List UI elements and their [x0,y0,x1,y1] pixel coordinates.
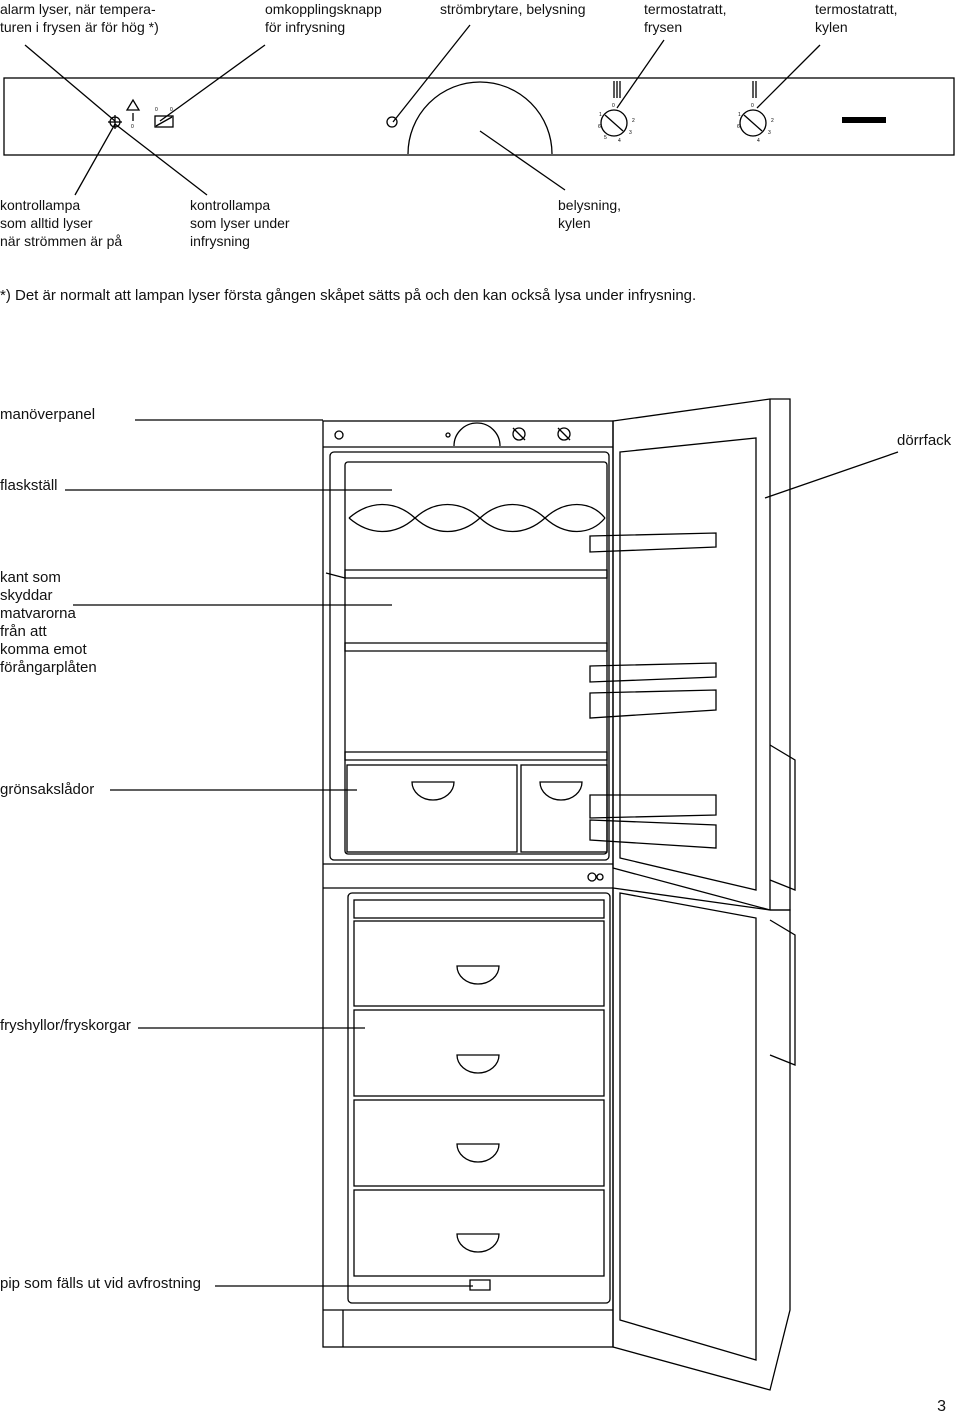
door-rack-4 [589,794,717,819]
shelf-3 [344,751,608,761]
door-rack-1 [589,532,717,553]
label-lamp-freeze: kontrollampa som lyser under infrysning [190,197,290,249]
svg-text:4: 4 [757,138,760,144]
label-light-switch: strömbrytare, belysning [440,1,586,17]
freezer-drawer-2 [353,1009,605,1097]
drain-spout [469,1279,491,1291]
page-number: 3 [937,1398,946,1415]
label-switch-freeze: omkopplingsknapp för infrysning [265,1,382,35]
shelf-1 [344,569,608,579]
door-rack-3 [589,689,717,719]
svg-text:4: 4 [618,138,621,144]
thermostat-freezer-dial [600,109,628,137]
freezer-handle [769,919,796,1066]
warning-icon [125,98,141,111]
svg-text:5: 5 [604,135,607,141]
label-shelf-edge: kant som skyddar matvarorna från att kom… [0,569,97,676]
light-switch [386,116,398,128]
label-alarm: alarm lyser, när tempera- turen i frysen… [0,1,159,35]
footnote: *) Det är normalt att lampan lyser först… [0,287,697,304]
svg-text:2: 2 [632,118,635,124]
light-dome [407,81,553,155]
svg-text:6: 6 [737,124,740,130]
display-bar [842,117,886,123]
label-light-fridge: belysning, kylen [558,197,622,231]
crisper-left [346,764,518,853]
fridge-handle [769,744,796,891]
svg-text:2: 2 [771,118,774,124]
crisper-right [520,764,608,853]
svg-text:0: 0 [612,103,615,109]
svg-text:0: 0 [131,124,134,130]
thermostat-fridge-dial [739,109,767,137]
cabinet-outline [322,420,614,1348]
freezer-drawer-1 [353,920,605,1007]
freezer-drawer-3 [353,1099,605,1187]
svg-text:3: 3 [768,130,771,136]
svg-text:6: 6 [598,124,601,130]
label-thermostat-freezer: termostatratt, frysen [644,1,727,35]
freezer-compartment [347,892,611,1304]
svg-text:1: 1 [738,112,741,118]
label-freezer-shelves: fryshyllor/fryskorgar [0,1017,131,1034]
door-rack-2 [589,662,717,683]
label-door-rack: dörrfack [897,432,952,449]
fridge-light-dome [453,422,501,447]
label-crisper: grönsakslådor [0,781,95,798]
freezer-drawer-4 [353,1189,605,1277]
svg-text:0: 0 [170,107,173,113]
label-bottle-rack: flaskställ [0,477,58,494]
shelf-2 [344,642,608,652]
label-thermostat-fridge: termostatratt, kylen [815,1,898,35]
label-control-panel: manöverpanel [0,406,96,423]
bottle-rack [348,504,606,519]
fridge-compartment [329,451,610,861]
svg-text:1: 1 [599,112,602,118]
label-drain-spout: pip som fälls ut vid avfrostning [0,1275,201,1292]
panel-outline [3,77,955,156]
svg-text:0: 0 [751,103,754,109]
svg-text:3: 3 [629,130,632,136]
freezer-door [612,887,791,1391]
door-rack-5 [589,819,717,849]
fridge-door [612,398,791,911]
label-lamp-power: kontrollampa som alltid lyser när strömm… [0,197,123,249]
freeze-switch [154,115,174,128]
svg-text:0: 0 [155,107,158,113]
